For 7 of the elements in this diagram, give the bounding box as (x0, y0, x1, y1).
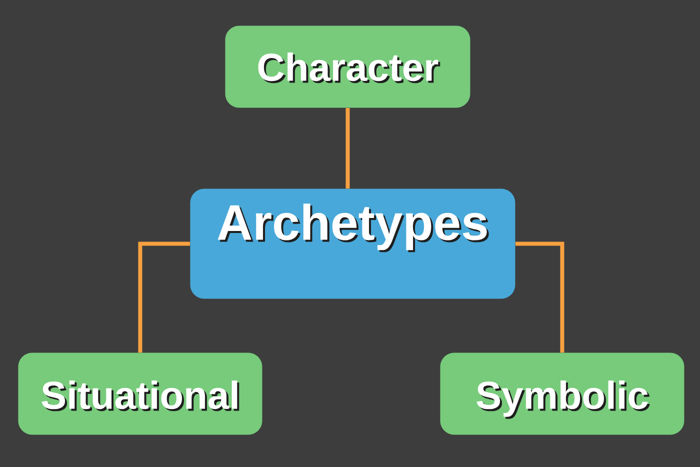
connector-line (515, 242, 564, 353)
connector-line (138, 242, 190, 353)
connector-line (346, 108, 350, 189)
central-topic-box: Archetypes (190, 188, 516, 299)
subtopic-box: Situational (18, 352, 262, 435)
subtopic-box: Character (225, 26, 470, 108)
subtopic-box: Symbolic (440, 352, 684, 435)
